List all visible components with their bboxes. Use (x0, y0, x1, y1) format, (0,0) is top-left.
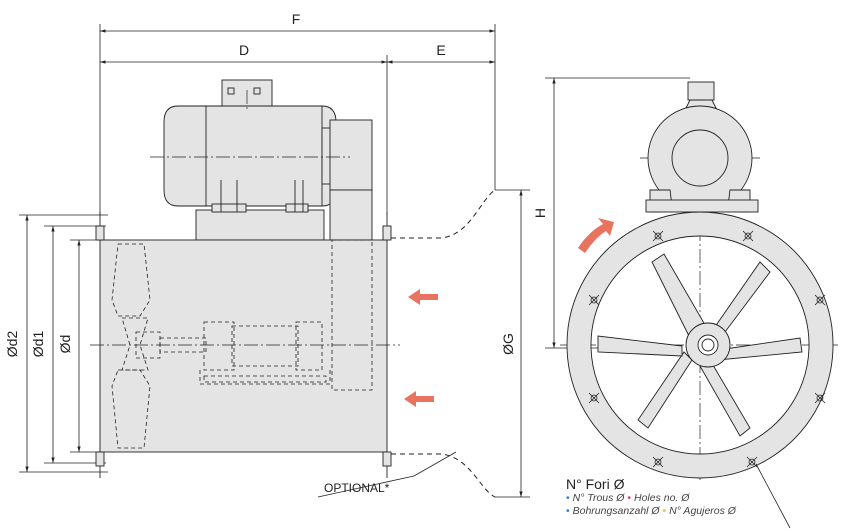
legend-es: N° Agujeros Ø (669, 505, 736, 517)
holes-legend-title: N° Fori Ø (566, 476, 625, 492)
bullet-pink: • (627, 492, 632, 504)
bullet-blue: • (566, 492, 570, 504)
legend-en: Holes no. Ø (633, 492, 690, 504)
side-view (95, 79, 392, 478)
holes-legend: N° Fori Ø • N° Trous Ø • Holes no. Ø • B… (566, 476, 836, 518)
fan-blades (597, 253, 803, 437)
holes-legend-line-1: • N° Trous Ø • Holes no. Ø (566, 492, 836, 505)
dim-D-label: D (239, 42, 249, 58)
airflow-arrows (404, 289, 438, 407)
dim-F-label: F (292, 11, 301, 27)
dim-G-label: ØG (500, 333, 516, 355)
dim-E-label: E (436, 42, 445, 58)
optional-label: OPTIONAL* (324, 481, 390, 495)
front-view (566, 81, 834, 479)
motor-body (163, 105, 337, 207)
optional-inlet-cone (391, 189, 496, 498)
bolt-holes (588, 230, 826, 468)
arrow-left-icon (404, 391, 434, 407)
bullet-blue-2: • (566, 505, 570, 517)
legend-de: Bohrungsanzahl Ø (572, 505, 660, 517)
motor-base (195, 209, 325, 241)
legend-fr: N° Trous Ø (572, 492, 625, 504)
bullet-yellow: • (662, 505, 667, 517)
dim-d-label: Ød (57, 335, 73, 354)
dim-H-label: H (532, 208, 548, 218)
fan-ring (566, 211, 834, 479)
hidden-internals (111, 239, 373, 449)
holes-legend-line-2: • Bohrungsanzahl Ø • N° Agujeros Ø (566, 505, 836, 518)
motor-flange (329, 119, 373, 191)
motor-support-bracket (329, 189, 373, 241)
dim-d1-label: Ød1 (30, 331, 46, 358)
dimension-lines (19, 24, 690, 498)
dim-d2-label: Ød2 (4, 331, 20, 358)
arrow-left-icon (408, 289, 438, 305)
curved-arrow-icon (578, 218, 614, 253)
fan-casing (99, 239, 388, 453)
